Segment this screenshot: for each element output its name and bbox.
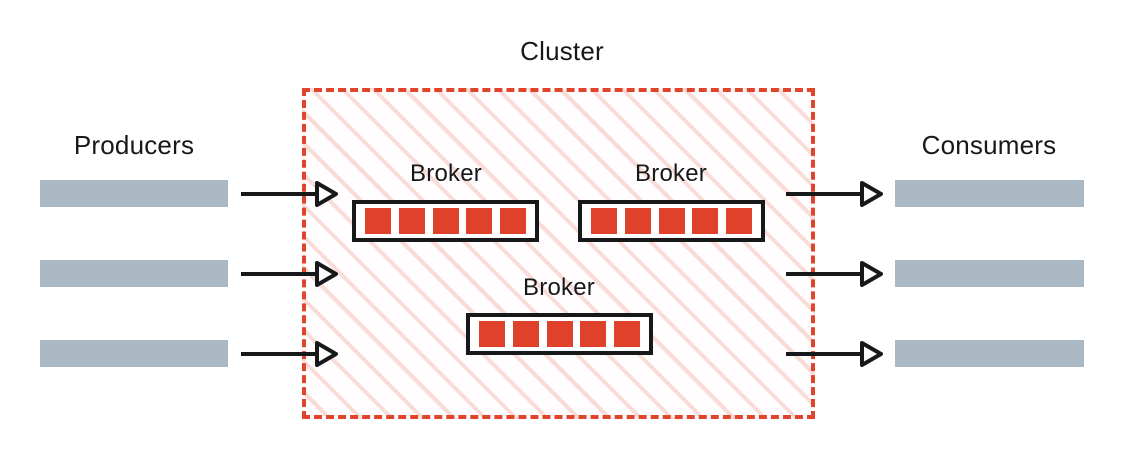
broker-1-partition-4[interactable] bbox=[466, 208, 493, 234]
cluster-title: Cluster bbox=[520, 36, 604, 66]
broker-2-box[interactable] bbox=[578, 200, 765, 242]
producer-bar-2[interactable] bbox=[40, 260, 228, 287]
consumers-heading: Consumers bbox=[921, 130, 1057, 160]
broker-3-label: Broker bbox=[523, 274, 595, 301]
broker-1-partition-3[interactable] bbox=[432, 208, 459, 234]
broker-2-partition-1[interactable] bbox=[591, 208, 617, 234]
arrow-cluster-to-consumer-2 bbox=[786, 261, 883, 287]
producer-bar-3[interactable] bbox=[40, 340, 228, 367]
broker-2-partition-2[interactable] bbox=[624, 208, 651, 234]
arrow-cluster-to-consumer-3 bbox=[786, 341, 883, 367]
arrow-cluster-to-consumer-1 bbox=[786, 181, 883, 207]
consumer-bar-3[interactable] bbox=[895, 340, 1084, 367]
broker-1-partition-5[interactable] bbox=[500, 208, 526, 234]
broker-2-label: Broker bbox=[635, 160, 707, 187]
broker-3-partition-3[interactable] bbox=[546, 321, 573, 347]
broker-3-partition-2[interactable] bbox=[512, 321, 539, 347]
broker-1-label: Broker bbox=[410, 160, 482, 187]
arrow-producer-2-to-cluster bbox=[241, 261, 338, 287]
broker-1-partition-1[interactable] bbox=[365, 208, 391, 234]
broker-1-box[interactable] bbox=[352, 200, 539, 242]
broker-2-partition-5[interactable] bbox=[726, 208, 752, 234]
consumer-bar-2[interactable] bbox=[895, 260, 1084, 287]
arrow-producer-3-to-cluster bbox=[241, 341, 338, 367]
broker-2-partition-3[interactable] bbox=[658, 208, 685, 234]
consumer-bar-1[interactable] bbox=[895, 180, 1084, 207]
broker-3-partition-4[interactable] bbox=[580, 321, 607, 347]
broker-3-box[interactable] bbox=[466, 313, 653, 355]
broker-3-partition-5[interactable] bbox=[614, 321, 640, 347]
producer-bar-1[interactable] bbox=[40, 180, 228, 207]
cluster-region bbox=[302, 88, 815, 419]
cluster-hatch-fill bbox=[302, 88, 815, 419]
broker-1-partition-2[interactable] bbox=[398, 208, 425, 234]
arrow-producer-1-to-cluster bbox=[241, 181, 338, 207]
broker-2-partition-4[interactable] bbox=[692, 208, 719, 234]
broker-3-partition-1[interactable] bbox=[479, 321, 505, 347]
producers-heading: Producers bbox=[73, 130, 195, 160]
